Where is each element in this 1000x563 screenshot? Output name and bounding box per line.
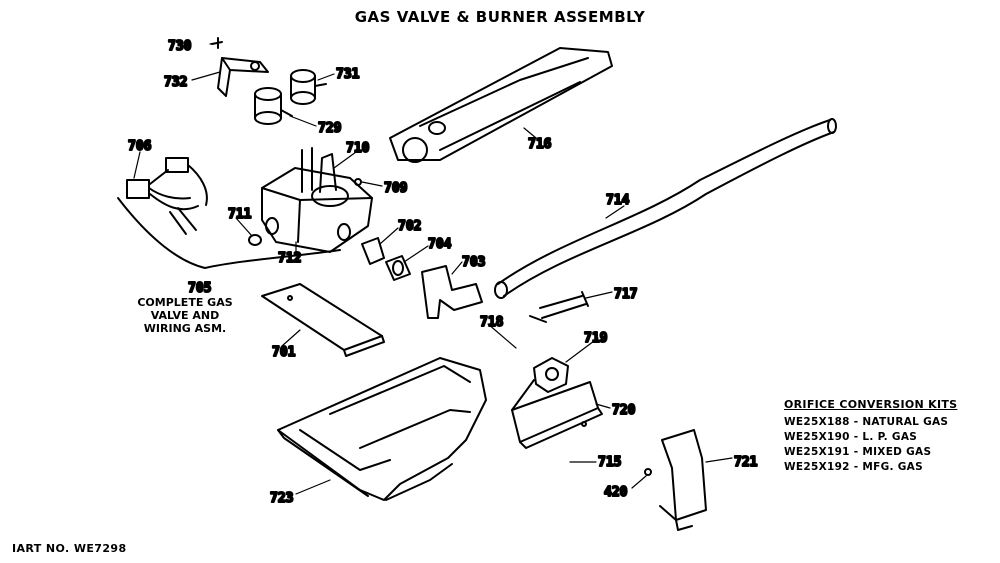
part-label-714: 714 [606,193,630,208]
part-label-732: 732 [164,75,187,90]
part-label-719: 719 [584,331,607,346]
part-bracket-730-732 [211,37,269,97]
part-tray-723 [277,357,487,501]
part-elbow-703 [421,265,483,319]
art-number: IART NO. WE7298 [12,542,127,555]
part-label-717: 717 [614,287,637,302]
part-coil-731 [290,69,327,105]
part-plate-720 [511,381,603,449]
part-label-703: 703 [462,255,485,270]
orifice-kit-row: WE25X188 - NATURAL GAS [784,416,949,428]
part-label-704: 704 [428,237,452,252]
orifice-kit-row: WE25X191 - MIXED GAS [784,446,932,458]
orifice-kit-row: WE25X192 - MFG. GAS [784,461,923,473]
part-label-711: 711 [228,207,252,222]
part-label-420: 420 [604,485,628,500]
part-fittings-702-704 [361,237,411,281]
part-burner-716 [389,47,613,163]
part-label-716: 716 [528,137,552,152]
part-coil-729 [254,87,293,125]
part-label-702: 702 [398,219,421,234]
assembly-caption-line-1: COMPLETE GAS [137,296,233,309]
part-label-715: 715 [598,455,621,470]
part-label-720: 720 [612,403,636,418]
part-bracket-721 [644,429,707,531]
part-pilot-717 [529,291,589,323]
assembly-brace-705 [117,197,341,269]
part-gas-valve-712 [248,147,373,253]
part-label-709: 709 [384,181,407,196]
assembly-caption: COMPLETE GAS VALVE AND WIRING ASM. [120,296,250,335]
diagram-title: GAS VALVE & BURNER ASSEMBLY [354,8,646,26]
orifice-kits-heading: ORIFICE CONVERSION KITS [784,398,958,411]
part-pipe-714 [494,118,837,299]
part-label-730: 730 [168,39,192,54]
part-igniter-719 [511,357,569,411]
part-label-710: 710 [346,141,370,156]
part-plate-701 [261,283,385,357]
part-label-731: 731 [336,67,360,82]
part-label-723: 723 [270,491,293,506]
assembly-caption-line-3: WIRING ASM. [143,322,227,335]
part-wiring-706 [126,157,208,235]
leader-lines [133,42,733,495]
part-label-705: 705 [188,281,211,296]
orifice-kit-row: WE25X190 - L. P. GAS [784,431,918,443]
assembly-caption-line-2: VALVE AND [150,309,220,322]
part-label-701: 701 [272,345,296,360]
part-label-712: 712 [278,251,301,266]
part-label-706: 706 [128,139,152,154]
part-label-729: 729 [318,121,341,136]
part-label-721: 721 [734,455,758,470]
part-label-718: 718 [480,315,504,330]
